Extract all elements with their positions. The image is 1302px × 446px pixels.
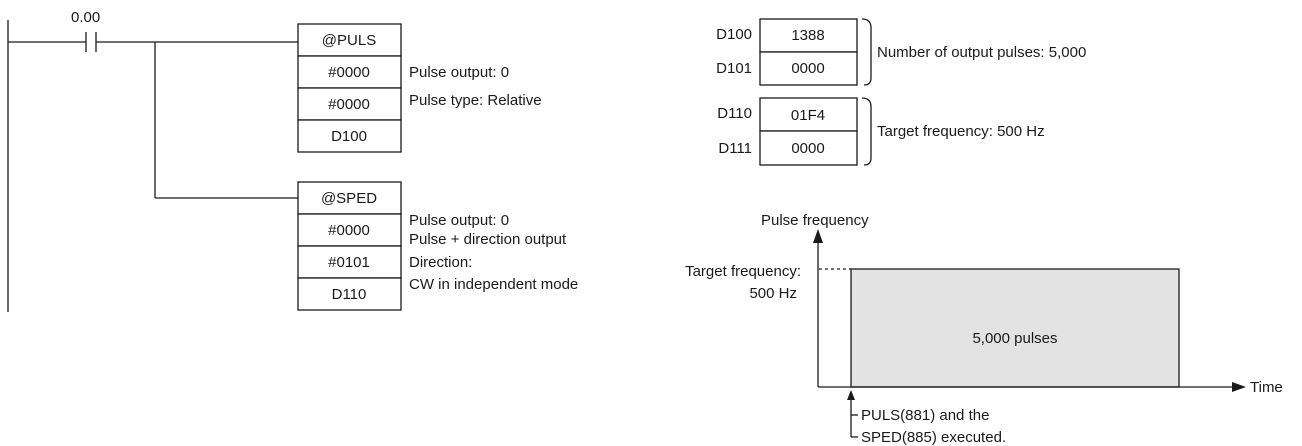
memory-value: 01F4 bbox=[791, 107, 825, 124]
memory-value: 0000 bbox=[791, 140, 824, 157]
sped-operand-3: D110 bbox=[332, 286, 367, 303]
operand-cell bbox=[297, 55, 402, 89]
frequency-time-graph: 5,000 pulses Pulse frequency Time Target… bbox=[685, 212, 1283, 446]
memory-value-cell bbox=[759, 51, 858, 86]
sped-operand-2: #0101 bbox=[328, 254, 370, 271]
sped-operand-1: #0000 bbox=[328, 222, 370, 239]
operand-cell bbox=[297, 245, 402, 279]
pulse-area-label: 5,000 pulses bbox=[972, 330, 1057, 347]
pulse-area bbox=[850, 268, 1180, 388]
execution-note-line1: PULS(881) and the bbox=[861, 407, 989, 424]
operand-cell bbox=[297, 87, 402, 121]
execution-note-line2: SPED(885) executed. bbox=[861, 429, 1006, 446]
sped-instruction-block: @SPED #0000 #0101 D110 bbox=[297, 181, 402, 311]
sped-note-output-method: Pulse + direction output bbox=[409, 231, 567, 248]
group-bracket bbox=[861, 18, 872, 86]
x-axis-arrowhead bbox=[1232, 382, 1246, 392]
contact-address: 0.00 bbox=[71, 9, 100, 26]
operand-cell bbox=[297, 277, 402, 311]
memory-address: D101 bbox=[716, 60, 752, 77]
ladder-program: 0.00 @PULS #0000 #0000 D100 Pulse output… bbox=[7, 9, 578, 312]
memory-address: D100 bbox=[716, 26, 752, 43]
puls-mnemonic: @PULS bbox=[322, 32, 376, 49]
puls-note-pulse-output: Pulse output: 0 bbox=[409, 64, 509, 81]
y-axis-label: Pulse frequency bbox=[761, 212, 869, 229]
target-frequency-memory: D110 D111 01F4 0000 Target frequency: 50… bbox=[717, 97, 1045, 166]
sped-mnemonic: @SPED bbox=[321, 190, 377, 207]
puls-operand-1: #0000 bbox=[328, 64, 370, 81]
operand-cell bbox=[297, 213, 402, 247]
memory-value-cell bbox=[759, 130, 858, 166]
pulse-count-label: Number of output pulses: 5,000 bbox=[877, 44, 1086, 61]
target-frequency-axis-label: Target frequency: bbox=[685, 263, 801, 280]
instruction-mnemonic-cell bbox=[297, 181, 402, 215]
puls-operand-3: D100 bbox=[331, 128, 367, 145]
group-bracket bbox=[861, 97, 872, 166]
puls-note-pulse-type: Pulse type: Relative bbox=[409, 92, 542, 109]
operand-cell bbox=[297, 119, 402, 153]
x-axis-label: Time bbox=[1250, 379, 1283, 396]
memory-address: D110 bbox=[717, 105, 752, 122]
sped-note-direction: Direction: bbox=[409, 254, 472, 271]
sped-note-pulse-output: Pulse output: 0 bbox=[409, 212, 509, 229]
memory-value: 0000 bbox=[791, 60, 824, 77]
puls-operand-2: #0000 bbox=[328, 96, 370, 113]
sped-note-mode: CW in independent mode bbox=[409, 276, 578, 293]
memory-value: 1388 bbox=[791, 27, 824, 44]
memory-value-cell bbox=[759, 97, 858, 132]
target-frequency-label: Target frequency: 500 Hz bbox=[877, 123, 1045, 140]
puls-instruction-block: @PULS #0000 #0000 D100 bbox=[297, 23, 402, 153]
memory-address: D111 bbox=[718, 140, 752, 157]
execution-marker-arrowhead bbox=[847, 390, 855, 400]
pulse-count-memory: D100 D101 1388 0000 Number of output pul… bbox=[716, 18, 1086, 86]
target-frequency-axis-value: 500 Hz bbox=[749, 285, 797, 302]
y-axis-arrowhead bbox=[813, 229, 823, 243]
